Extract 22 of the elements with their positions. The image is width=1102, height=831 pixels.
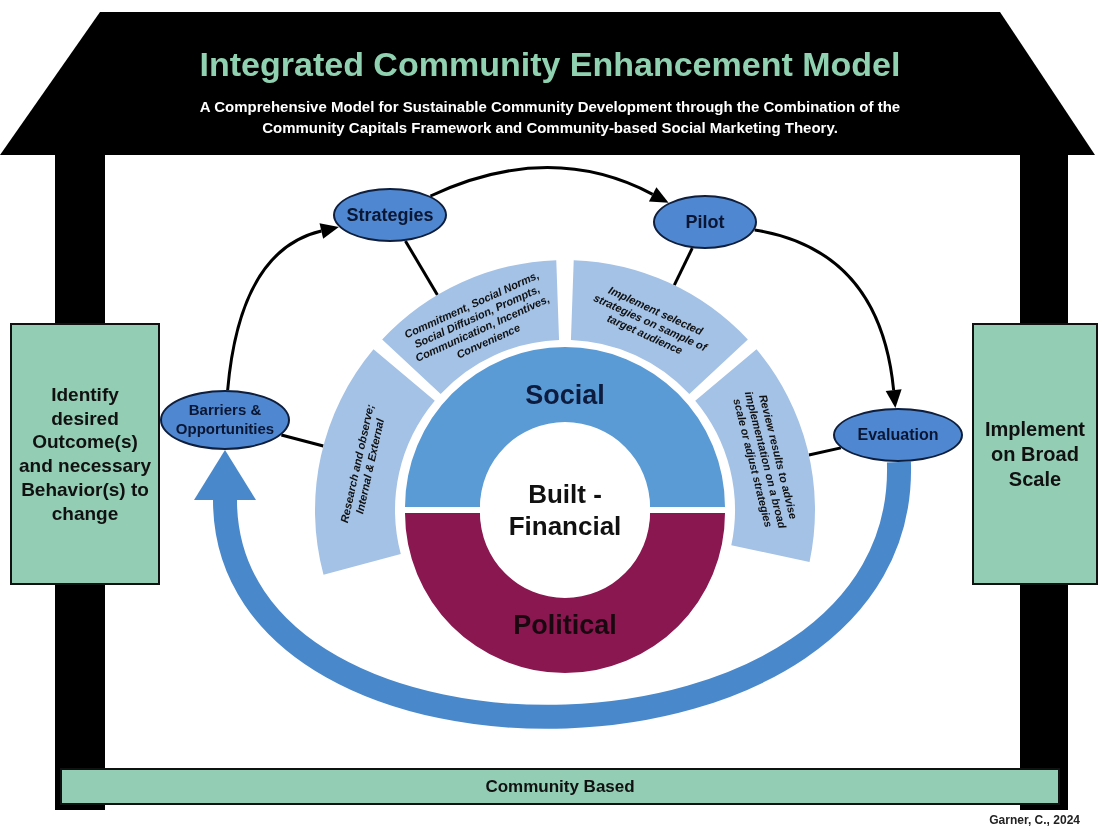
arrow: [754, 228, 902, 408]
diagram-title: Integrated Community Enhancement Model: [198, 46, 902, 84]
stage-ellipse: Barriers & Opportunities: [160, 390, 290, 450]
capital-text: Political: [513, 609, 617, 641]
goal-box: Identify desired Outcome(s) and necessary Behavior(s) to change: [10, 323, 160, 585]
credit-text: Garner, C., 2024: [988, 812, 1080, 829]
feedback-arrow: [194, 450, 911, 729]
arrow: [226, 223, 339, 391]
capital-text: Social: [525, 379, 605, 411]
stage-ellipse: Evaluation: [833, 408, 963, 462]
goal-box: Implement on Broad Scale: [972, 323, 1098, 585]
leader-line: [404, 240, 439, 296]
stage-ellipse: Strategies: [333, 188, 447, 242]
arrow: [429, 166, 669, 203]
leader-line: [672, 247, 694, 286]
segment-text: Research and observe; Internal & External: [336, 402, 388, 527]
capital-half-ring: [405, 513, 725, 673]
leader-line: [808, 446, 842, 457]
subtitle-text: A Comprehensive Model for Sustainable Community Development through the Combination of the Community Capitals Framework and Community-based Social Marketing Theory.: [198, 97, 902, 138]
stage-ellipse: Pilot: [653, 195, 757, 249]
base-bar: Community Based: [60, 768, 1060, 805]
leader-line: [281, 433, 324, 448]
